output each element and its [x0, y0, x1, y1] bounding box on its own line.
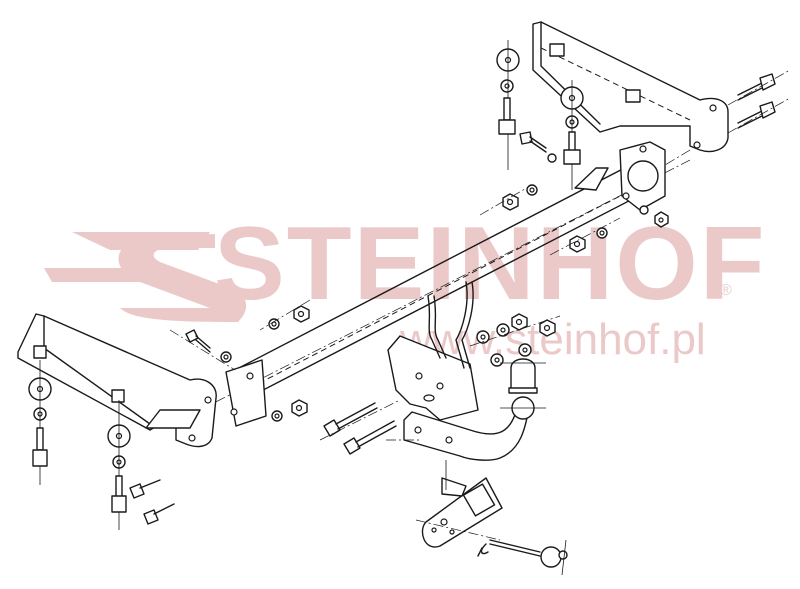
center-hanger	[387, 281, 479, 421]
bolts	[32, 329, 211, 525]
bolts	[498, 97, 581, 165]
left-side-bracket	[17, 313, 217, 448]
washers	[476, 323, 532, 367]
axis-lines	[169, 185, 621, 441]
bolt	[737, 101, 776, 129]
nuts	[291, 193, 669, 417]
washers	[496, 40, 584, 190]
main-crossbar	[199, 159, 691, 411]
tow-ball-neck	[403, 396, 546, 461]
nuts	[511, 313, 556, 337]
socket-plug	[477, 539, 568, 576]
left-mount-plate	[225, 359, 267, 427]
washers	[220, 184, 649, 422]
bolts	[323, 402, 397, 455]
ball-cover	[500, 358, 546, 394]
bolt	[737, 73, 776, 101]
bolts	[727, 69, 791, 134]
socket-plate	[415, 460, 503, 548]
right-mount-plate	[574, 141, 666, 211]
